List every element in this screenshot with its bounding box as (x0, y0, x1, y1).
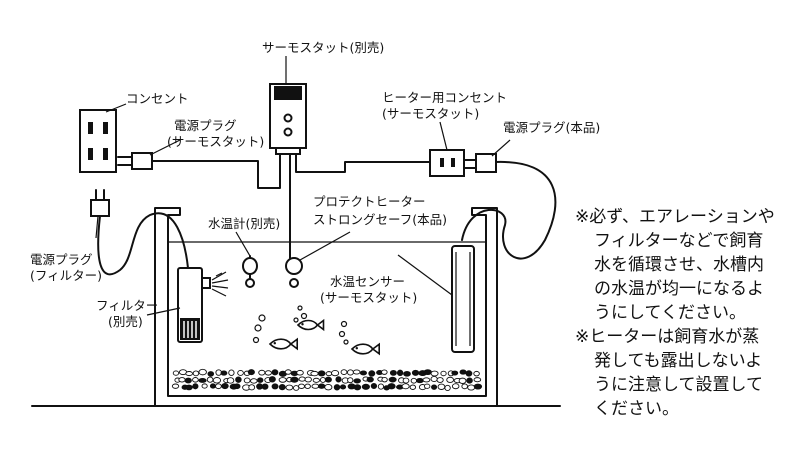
note-line: フィルターなどで飼育 (594, 231, 763, 251)
heater-label-1: プロテクトヒーター (313, 194, 426, 209)
note-line: 発しても露出しないよ (594, 351, 762, 371)
heater-outlet-label-1: ヒーター用コンセント (382, 90, 507, 105)
notes-block: ※必ず、エアレーションや フィルターなどで飼育 水を循環させ、水槽内 の水温が均… (575, 207, 775, 419)
outlet-label: コンセント (126, 91, 189, 106)
heater-outlet (429, 149, 477, 177)
aquarium-tank (154, 207, 498, 407)
leader-lines (95, 56, 511, 316)
filter-plug-label-2: (フィルター) (30, 268, 102, 283)
thermometer-label: 水温計(別売) (208, 216, 280, 231)
thermostat-label: サーモスタット(別売) (262, 40, 384, 55)
gravel-substrate (170, 368, 484, 392)
note-line: うに注意して設置して (594, 375, 763, 395)
filter-water-spray (211, 271, 229, 297)
note-line: うにしてください。 (594, 303, 746, 323)
filter-power-plug (90, 189, 110, 217)
thermostat-power-plug (117, 152, 153, 170)
sensor-label-2: (サーモスタット) (320, 290, 417, 305)
thermostat-cable (151, 144, 281, 189)
fish (268, 318, 380, 356)
note-line: の水温が均一になるよ (594, 279, 764, 299)
note-line: ください。 (594, 399, 679, 419)
water-thermometer (242, 255, 258, 288)
thermostat-device (269, 83, 307, 155)
filter-label-1: フィルター (96, 298, 158, 313)
filter-plug-label-1: 電源プラグ (30, 252, 93, 267)
note-line: 水を循環させ、水槽内 (594, 255, 764, 275)
filter-cord (97, 212, 189, 276)
note-line: ※必ず、エアレーションや (575, 207, 775, 227)
sensor-label-1: 水温センサー (330, 274, 405, 289)
thermostat-plug-label-1: 電源プラグ (174, 118, 237, 133)
wall-outlet (79, 109, 117, 173)
water-temp-sensor (285, 257, 303, 288)
heater-device (451, 245, 475, 353)
heater-power-plug (475, 153, 497, 173)
bubbles (252, 305, 349, 345)
heater-outlet-cable (295, 153, 431, 173)
filter-label-2: (別売) (108, 314, 143, 329)
heater-label-2: ストロングセーフ(本品) (313, 212, 447, 227)
thermostat-plug-label-2: (サーモスタット) (167, 134, 264, 149)
heater-cord (461, 160, 557, 260)
note-line: ※ヒーターは飼育水が蒸 (575, 327, 759, 347)
filter-device (177, 267, 211, 343)
main-plug-label: 電源プラグ(本品) (503, 120, 600, 135)
heater-outlet-label-2: (サーモスタット) (382, 106, 479, 121)
